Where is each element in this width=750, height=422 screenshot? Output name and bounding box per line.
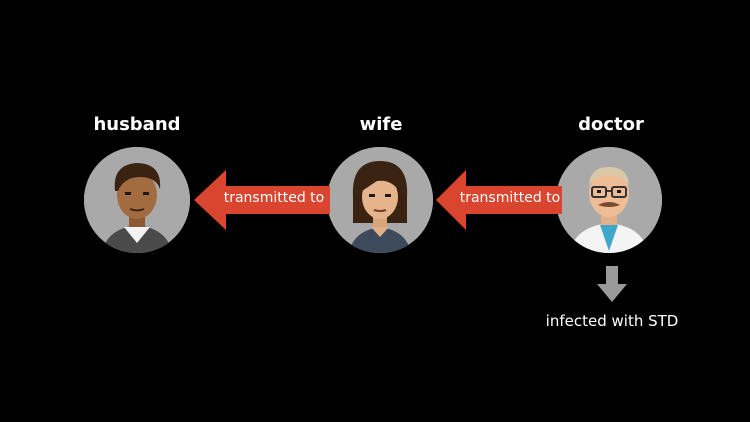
doctor-avatar — [556, 147, 662, 253]
wife-avatar — [327, 147, 433, 253]
arrow-left-icon — [436, 170, 562, 230]
husband-label: husband — [93, 114, 181, 135]
transmitted-to-label-1: transmitted to — [223, 190, 325, 206]
husband-icon — [84, 147, 190, 253]
outcome-label: infected with STD — [545, 312, 679, 330]
arrow-down-icon — [597, 266, 627, 302]
transmitted-to-label-2: transmitted to — [459, 190, 561, 206]
wife-icon — [327, 147, 433, 253]
husband-avatar — [84, 147, 190, 253]
arrow-left-icon — [194, 170, 330, 230]
wife-label: wife — [359, 114, 403, 135]
doctor-label: doctor — [578, 114, 644, 135]
doctor-icon — [556, 147, 662, 253]
